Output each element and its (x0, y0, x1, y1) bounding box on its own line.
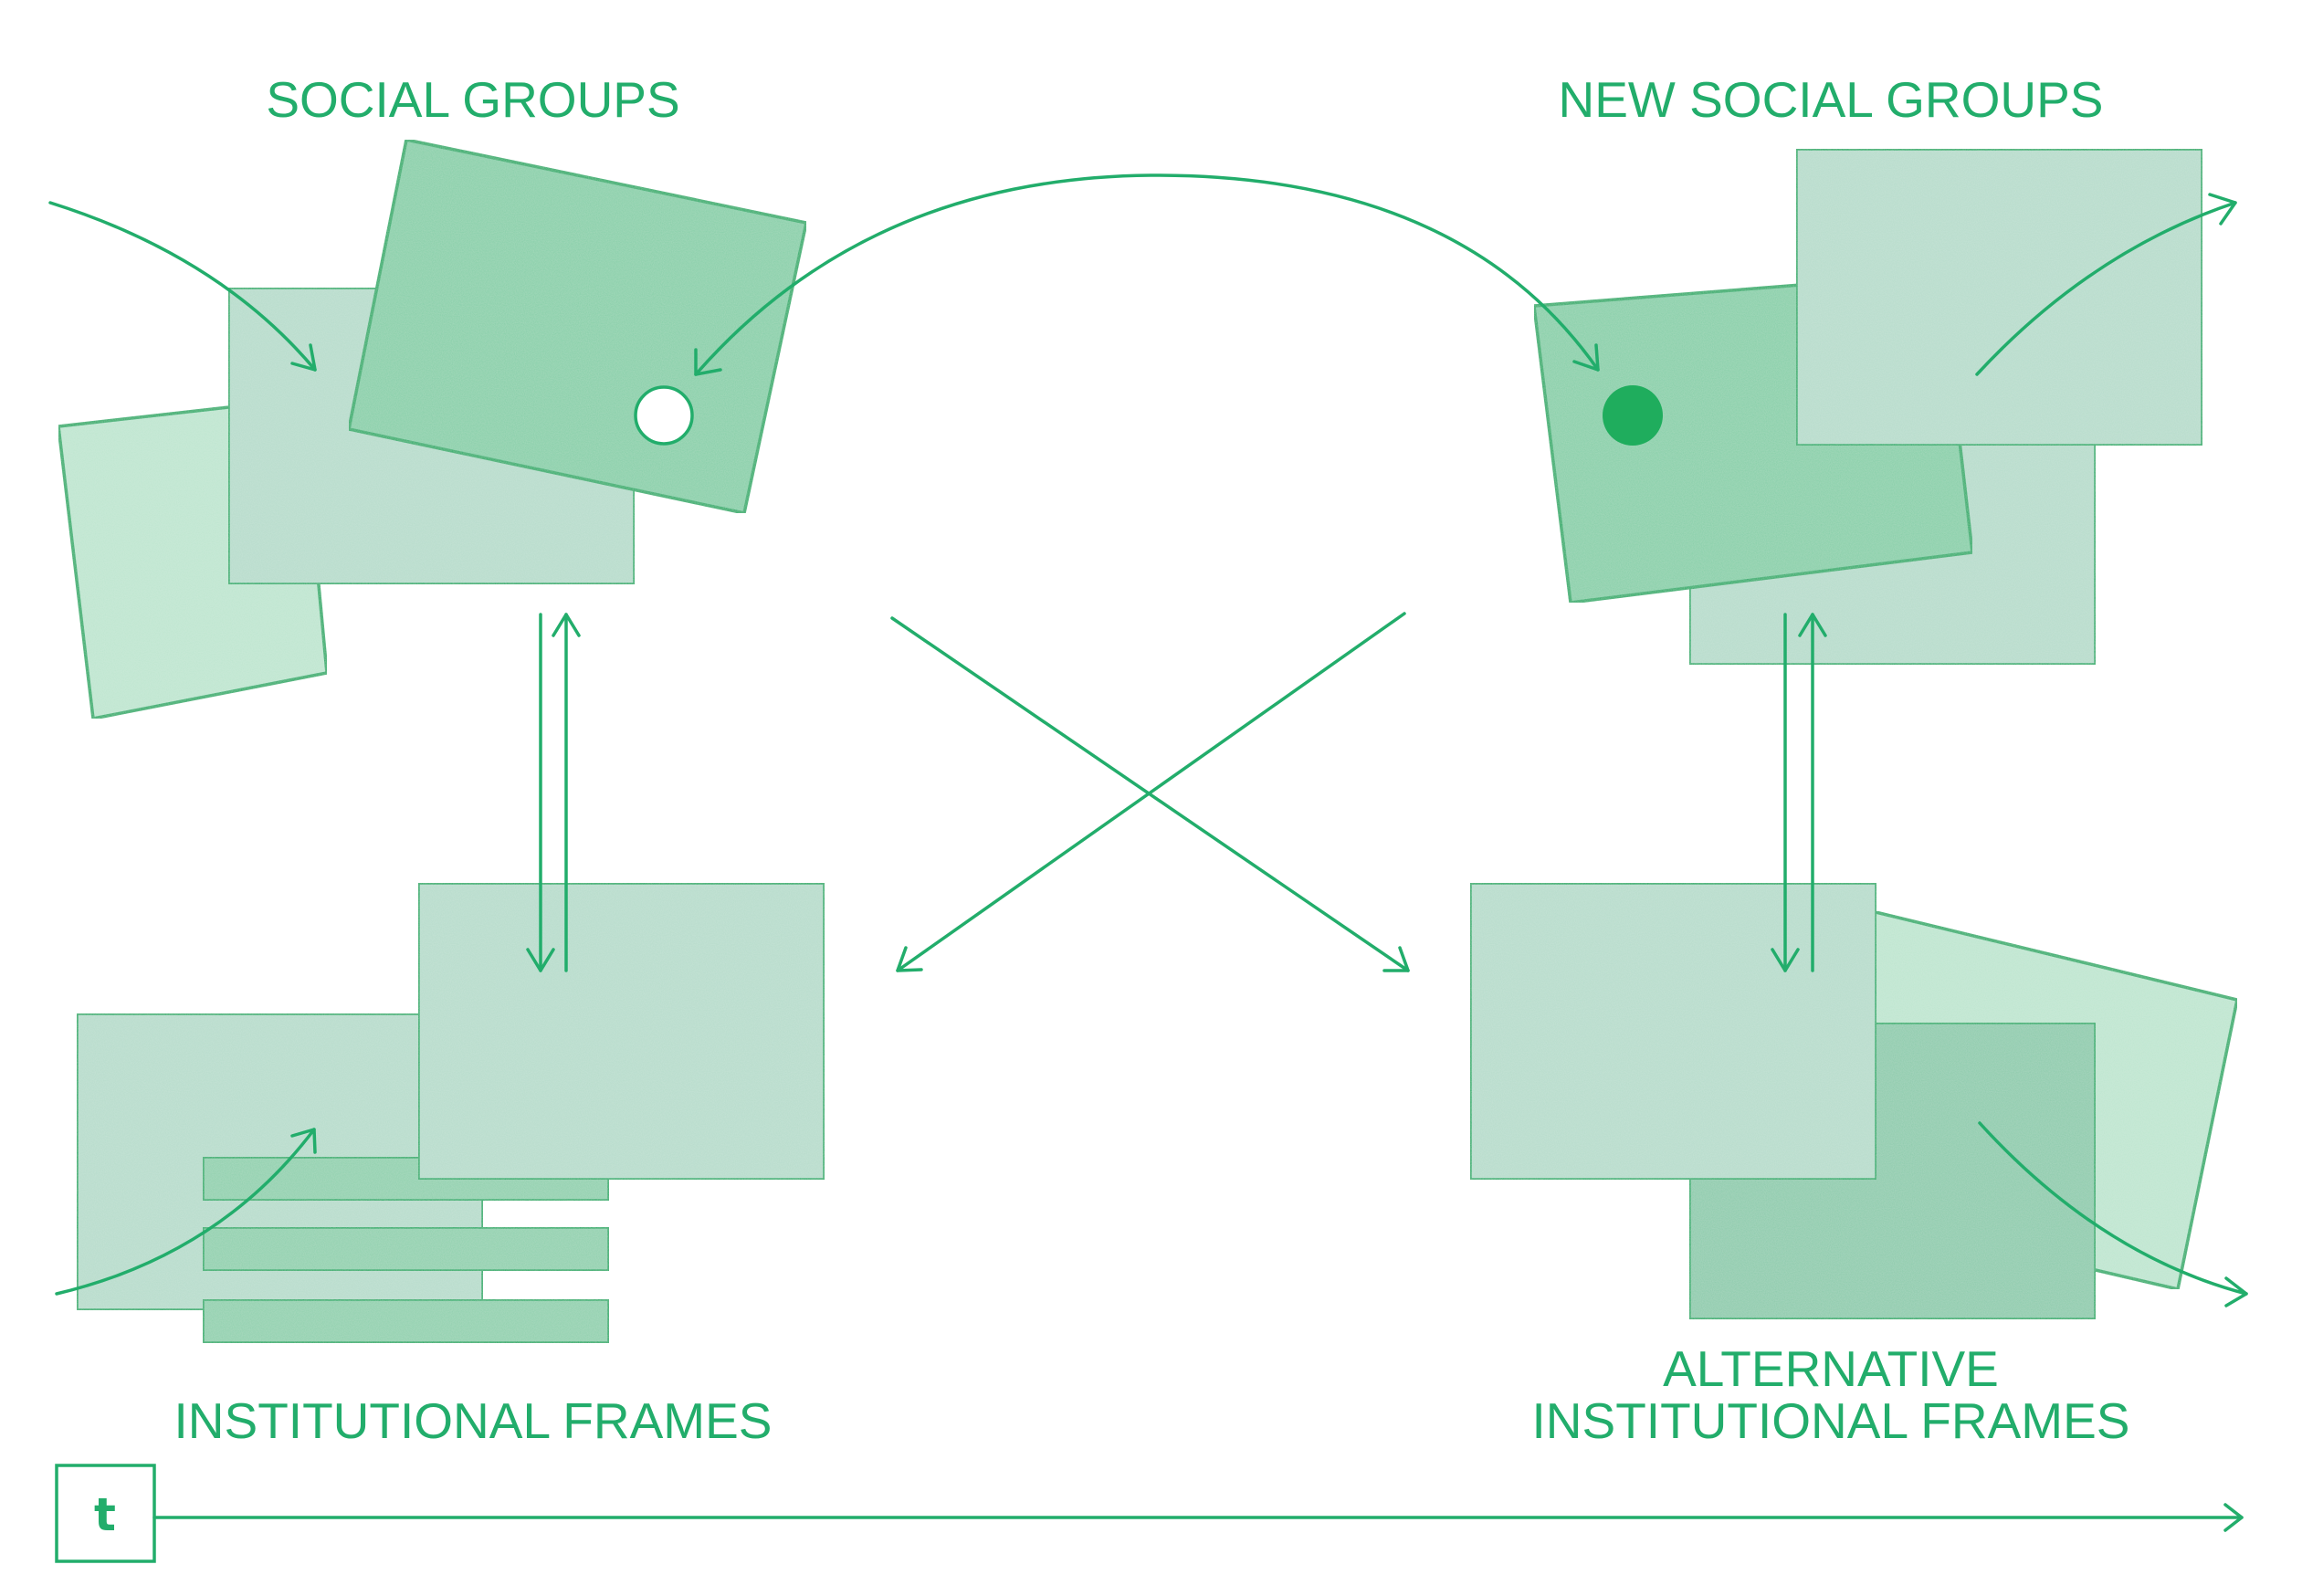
filled-circle-marker (1603, 385, 1663, 446)
institutional-incoming-curve-arrow (55, 1128, 316, 1296)
transformation-arc-arrowhead-right (1572, 343, 1600, 372)
new-social-groups-cluster (1532, 147, 2237, 667)
institutional-frame-bar-2 (201, 1225, 611, 1273)
institutional-frames-cluster (55, 881, 826, 1345)
incoming-curve-arrow (48, 201, 317, 372)
new-social-group-panel-front (1794, 147, 2204, 447)
institutional-incoming-curve-arrowhead (290, 1128, 317, 1154)
outgoing-curve-arrow-top (1975, 201, 2237, 376)
transformation-arc (694, 173, 1600, 376)
transformation-arc-arrowhead-left (694, 348, 722, 376)
institutional-frame-panel-front (416, 881, 826, 1181)
new-social-groups-label: NEW SOCIAL GROUPS (1559, 71, 2104, 128)
social-groups-cluster (48, 137, 809, 721)
outgoing-curve-arrowhead-bottom (2224, 1276, 2248, 1307)
alternative-frames-label-line2: INSTITUTIONAL FRAMES (1532, 1392, 2130, 1449)
alternative-frame-panel-front (1468, 881, 1878, 1181)
cross-arrow-to-alternative-head (1382, 946, 1410, 972)
institutional-frame-bar-3 (201, 1297, 611, 1345)
outgoing-curve-arrowhead-top (2208, 193, 2237, 226)
time-axis-arrowhead (2223, 1503, 2244, 1532)
institutional-frames-label: INSTITUTIONAL FRAMES (174, 1392, 773, 1449)
time-label-box (55, 1464, 156, 1563)
outgoing-curve-arrow-bottom (1978, 1121, 2248, 1296)
right-double-arrow-down-head (1771, 948, 1800, 972)
incoming-curve-arrowhead (290, 343, 317, 372)
left-double-arrow-up-head (552, 613, 581, 637)
time-label: t (94, 1488, 116, 1541)
left-double-arrow-down-head (526, 948, 555, 972)
alternative-institutional-frames-cluster (1468, 881, 2248, 1321)
right-double-arrow-up-head (1798, 613, 1827, 637)
cross-arrow-to-institutional (896, 612, 1406, 972)
time-axis: t (55, 1464, 2244, 1563)
alternative-frames-label-line1: ALTERNATIVE (1663, 1340, 1999, 1397)
social-groups-label: SOCIAL GROUPS (266, 71, 679, 128)
cross-arrow-to-institutional-head (896, 946, 923, 972)
open-circle-marker (634, 385, 694, 446)
